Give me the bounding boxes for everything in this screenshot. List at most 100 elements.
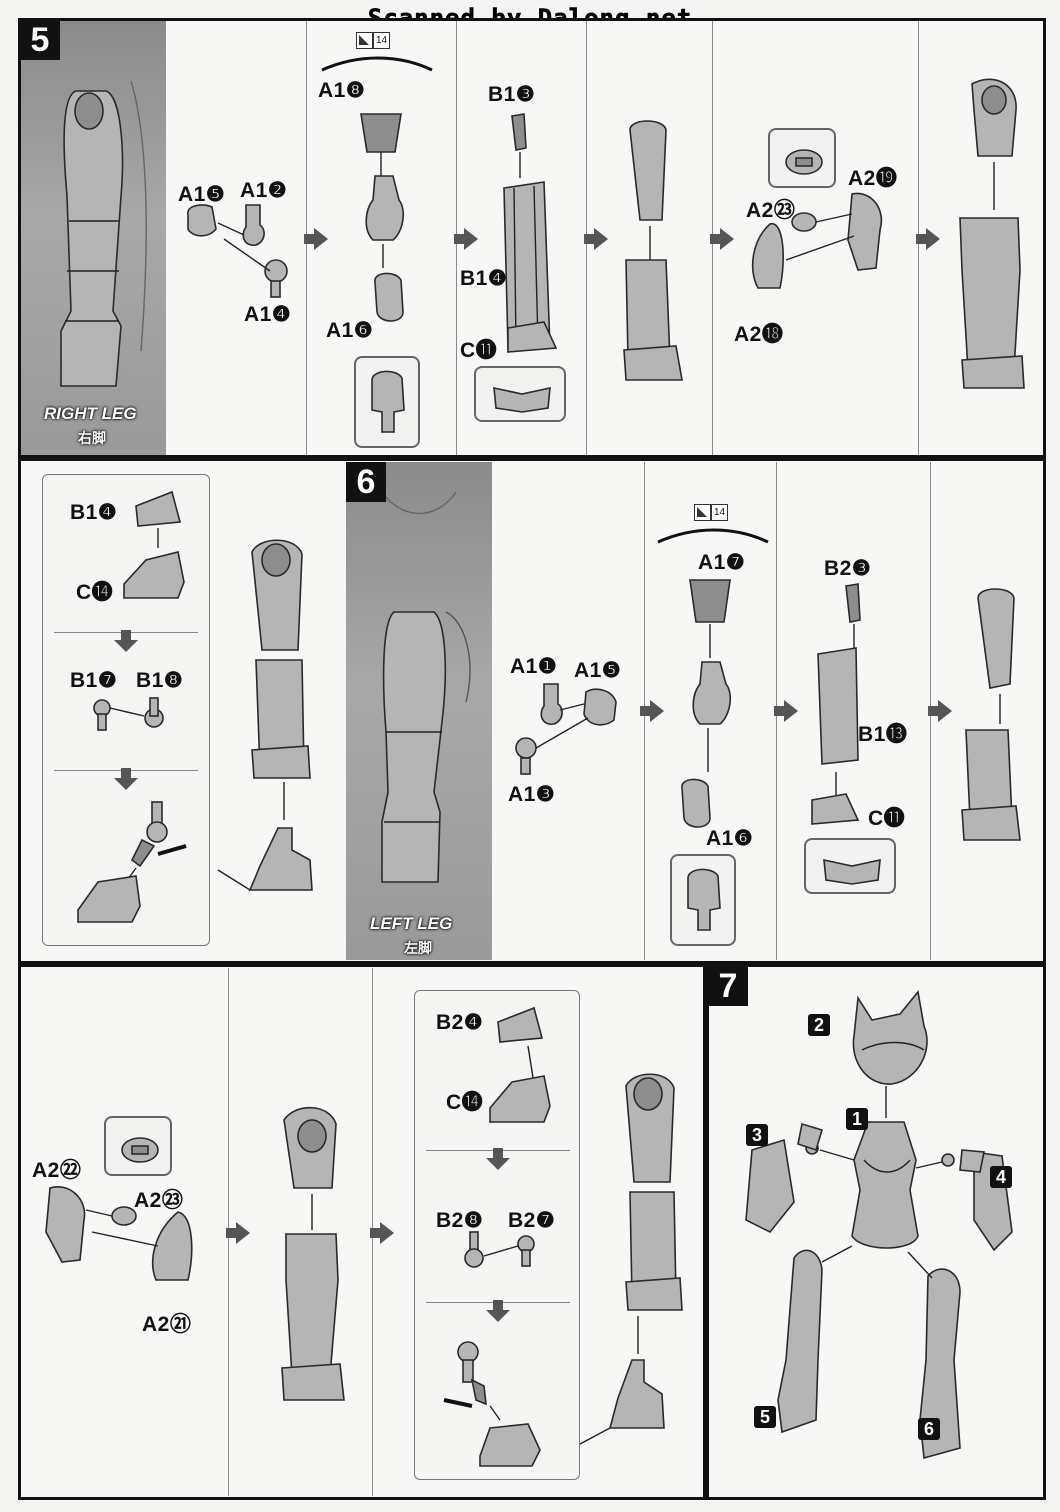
flow-arrow-down-icon — [486, 1300, 510, 1322]
part-label-b113: B1⓭ — [858, 723, 908, 746]
part-label-a18: A1❽ — [318, 79, 366, 102]
detail-part — [121, 1137, 159, 1163]
step5-shin-assembly — [503, 113, 558, 353]
part-label-b14: B1❹ — [460, 267, 508, 290]
flow-arrow-icon — [916, 228, 940, 250]
part-label-b18: B1❽ — [136, 669, 184, 692]
detail-inset — [354, 356, 420, 448]
step-5-number: 5 — [20, 20, 60, 60]
step5-completed-leg — [959, 78, 1025, 389]
step6-joint-parts — [515, 683, 617, 775]
part-label-a11: A1❶ — [510, 655, 558, 678]
flow-arrow-down-icon — [114, 630, 138, 652]
callout-2: 2 — [808, 1014, 830, 1036]
foot-parts — [489, 1006, 551, 1123]
detail-part — [371, 370, 405, 433]
part-label-b24: B2❹ — [436, 1011, 484, 1034]
part-label-a16: A1❻ — [706, 827, 754, 850]
flow-arrow-icon — [226, 1222, 250, 1244]
step6-knee-assembly — [681, 579, 732, 828]
joint-parts — [464, 1231, 535, 1268]
cut-arc — [657, 528, 769, 544]
detail-inset — [670, 854, 736, 946]
part-label-b23: B2❸ — [824, 557, 872, 580]
flow-arrow-down-icon — [114, 768, 138, 790]
step5-joint-parts — [187, 204, 288, 298]
callout-1: 1 — [846, 1108, 868, 1130]
foot-parts — [123, 490, 185, 599]
part-label-a16: A1❻ — [326, 319, 374, 342]
detail-part — [687, 868, 721, 931]
part-label-a15: A1❺ — [574, 659, 622, 682]
step-6-continued-panel — [18, 964, 706, 1500]
part-label-a17: A1❼ — [698, 551, 746, 574]
left-leg-photo — [346, 462, 492, 960]
part-label-c14: C⓮ — [446, 1091, 484, 1114]
part-label-a222: A2㉒ — [32, 1159, 82, 1182]
nipper-tool-icon — [694, 504, 711, 521]
flow-arrow-icon — [640, 700, 664, 722]
step6-shin-assembly — [811, 583, 861, 825]
part-label-a219: A2⓳ — [848, 167, 898, 190]
detail-part — [823, 858, 881, 885]
step5-shin-join — [623, 120, 683, 381]
joint-parts — [93, 697, 164, 731]
step5-knee-assembly — [360, 113, 405, 322]
part-label-a221: A2㉑ — [142, 1313, 192, 1336]
part-label-b13: B1❸ — [488, 83, 536, 106]
flow-arrow-icon — [710, 228, 734, 250]
part-label-a14: A1❹ — [244, 303, 292, 326]
part-label-b17: B1❼ — [70, 669, 118, 692]
flow-arrow-icon — [928, 700, 952, 722]
flow-arrow-down-icon — [486, 1148, 510, 1170]
detail-part — [493, 386, 551, 413]
step5-thigh-parts — [751, 192, 883, 289]
right-leg-photo-art — [60, 80, 147, 387]
nipper-tool-icon — [356, 32, 373, 49]
right-leg-photo — [21, 21, 166, 455]
step6-left-leg-side — [217, 539, 313, 891]
part-label-b28: B2❽ — [436, 1209, 484, 1232]
left-leg-photo-art — [375, 481, 471, 883]
step-6-number: 6 — [346, 462, 386, 502]
flow-arrow-icon — [454, 228, 478, 250]
step6-left-leg-full — [579, 1073, 683, 1445]
callout-3: 3 — [746, 1124, 768, 1146]
part-label-c11: C⓫ — [460, 339, 498, 362]
foot-detail-panel — [42, 474, 210, 946]
part-label-a223: A2㉓ — [134, 1189, 184, 1212]
right-leg-label: RIGHT LEG — [44, 404, 137, 423]
cut-arc — [321, 56, 433, 72]
callout-5: 5 — [754, 1406, 776, 1428]
thigh-parts — [45, 1186, 193, 1281]
foot-joint-assembly — [77, 801, 187, 923]
detail-inset — [474, 366, 566, 422]
step6-thigh-join — [281, 1106, 345, 1401]
final-assembly-figure — [745, 990, 1013, 1460]
detail-part — [785, 149, 823, 175]
left-leg-kanji: 左脚 — [404, 940, 432, 956]
foot-joint-assembly — [443, 1341, 541, 1467]
tool-page-ref: 14 — [373, 32, 390, 49]
tool-page-ref: 14 — [711, 504, 728, 521]
step-7-number: 7 — [708, 966, 748, 1006]
flow-arrow-icon — [370, 1222, 394, 1244]
part-label-c11: C⓫ — [868, 807, 906, 830]
left-leg-label: LEFT LEG — [370, 914, 453, 933]
callout-6: 6 — [918, 1418, 940, 1440]
part-label-a218: A2⓲ — [734, 323, 784, 346]
foot-detail-panel — [414, 990, 580, 1480]
part-label-c14: C⓮ — [76, 581, 114, 604]
flow-arrow-icon — [304, 228, 328, 250]
detail-inset — [804, 838, 896, 894]
part-label-a223: A2㉓ — [746, 199, 796, 222]
part-label-b14: B1❹ — [70, 501, 118, 524]
part-label-a12: A1❷ — [240, 179, 288, 202]
detail-inset — [768, 128, 836, 188]
step6-shin-join — [961, 588, 1021, 841]
detail-inset — [104, 1116, 172, 1176]
part-label-b27: B2❼ — [508, 1209, 556, 1232]
part-label-a15: A1❺ — [178, 183, 226, 206]
flow-arrow-icon — [774, 700, 798, 722]
